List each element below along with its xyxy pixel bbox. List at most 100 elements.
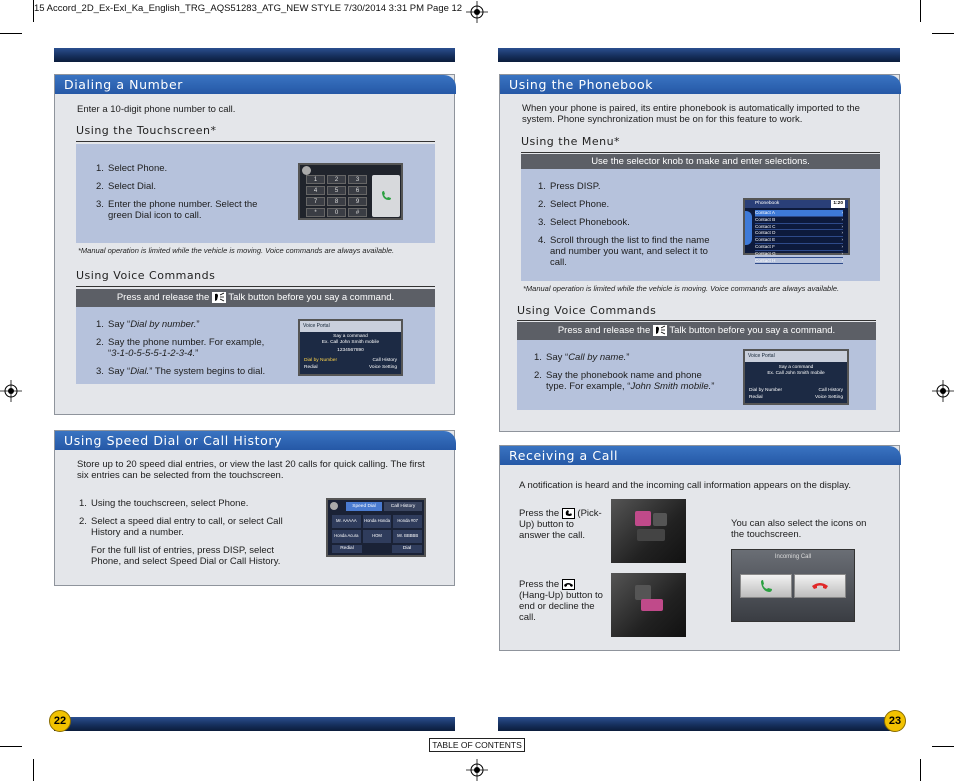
- top-bar-left: [54, 48, 455, 62]
- hangup-icon: [561, 579, 575, 590]
- dialing-intro: Enter a 10-digit phone number to call.: [77, 104, 236, 115]
- speed-dial-entry[interactable]: Honda Honda: [362, 515, 392, 528]
- keypad-key[interactable]: 4: [306, 186, 325, 195]
- pickup-instruction: Press the (Pick-Up) button to answer the…: [519, 508, 602, 542]
- contact-row[interactable]: Contact C›: [755, 224, 843, 231]
- decline-button[interactable]: [794, 574, 846, 598]
- option-call-history: Call History: [818, 388, 843, 393]
- screen-number: 1234567890: [337, 348, 364, 353]
- option-redial: Redial: [749, 395, 763, 400]
- hangup-instruction: Press the (Hang-Up) button to end or dec…: [519, 579, 603, 624]
- list-item: 2.Say the phone number. For example, “3-…: [96, 337, 265, 359]
- phonebook-title: Using the Phonebook: [500, 75, 901, 94]
- keypad-key[interactable]: 1: [306, 175, 325, 184]
- pickup-button[interactable]: [635, 511, 651, 526]
- contact-name: Contact F: [755, 243, 775, 249]
- contact-name: Contact C: [755, 223, 776, 229]
- list-item: 1.Say “Call by name.”: [534, 352, 630, 363]
- contact-row[interactable]: Contact D›: [755, 230, 843, 238]
- screen-example: Ex. Call John Smith mobile: [767, 371, 825, 376]
- incoming-call-label: Incoming Call: [774, 554, 812, 560]
- touchscreen-heading: Using the Touchscreen*: [76, 124, 217, 137]
- menu-steps-list: 1.Press DISP. 2.Select Phone. 3.Select P…: [538, 181, 723, 275]
- contact-name: Contact E: [755, 237, 776, 243]
- phonebook-panel: Using the Phonebook When your phone is p…: [499, 74, 901, 432]
- menu-heading: Using the Menu*: [521, 135, 621, 148]
- registration-mark-icon: [932, 380, 954, 402]
- keypad-key[interactable]: 7: [306, 197, 325, 206]
- hangup-button[interactable]: [653, 513, 667, 526]
- dial-button[interactable]: Dial: [392, 545, 422, 553]
- dialing-title: Dialing a Number: [55, 75, 456, 94]
- divider: [76, 286, 435, 287]
- contact-row[interactable]: Contact G ›: [755, 251, 843, 258]
- list-item: 3.Select Phonebook.: [538, 217, 630, 228]
- contact-row[interactable]: Contact F›: [755, 244, 843, 251]
- list-item: 2.Say the phonebook name and phone type.…: [534, 370, 715, 392]
- speed-dial-entry[interactable]: HOM: [362, 530, 392, 543]
- keypad-key[interactable]: 8: [327, 197, 346, 206]
- list-item: 1.Select Phone.: [96, 163, 168, 174]
- receiving-title: Receiving a Call: [500, 446, 901, 465]
- tab-call-history[interactable]: Call History: [384, 502, 422, 511]
- table-of-contents-link[interactable]: TABLE OF CONTENTS: [429, 738, 525, 752]
- back-icon: [330, 502, 338, 510]
- keypad-key[interactable]: 0: [327, 208, 346, 217]
- speed-dial-entry[interactable]: Mr. AAAAA: [332, 515, 361, 528]
- keypad-key[interactable]: 2: [327, 175, 346, 184]
- back-icon: [302, 166, 311, 175]
- hangup-button[interactable]: [641, 599, 663, 611]
- talk-button-icon: [652, 324, 667, 336]
- keypad-key[interactable]: 9: [348, 197, 367, 206]
- contact-name: Contact H: [755, 257, 776, 263]
- dialing-panel: Dialing a Number Enter a 10-digit phone …: [54, 74, 456, 415]
- voice-heading: Using Voice Commands: [76, 269, 216, 282]
- dial-button[interactable]: [372, 175, 400, 217]
- contact-row[interactable]: Contact H ›: [755, 258, 843, 265]
- speed-dial-panel: Using Speed Dial or Call History Store u…: [54, 430, 456, 586]
- screen-example: Ex. Call John Smith mobile: [321, 340, 380, 345]
- phonebook-intro: When your phone is paired, its entire ph…: [522, 103, 860, 125]
- screen-header: Voice Portal: [300, 321, 401, 332]
- pickup-button[interactable]: [635, 585, 651, 600]
- answer-button[interactable]: [740, 574, 792, 598]
- control-button[interactable]: [637, 529, 665, 541]
- top-bar-right: [498, 48, 900, 62]
- contact-name: Contact A: [755, 210, 775, 215]
- red-phone-icon: [812, 583, 828, 589]
- redial-button[interactable]: Redial: [332, 545, 362, 553]
- crop-mark: [33, 0, 34, 22]
- speed-dial-entry[interactable]: Honda Acura: [332, 530, 361, 543]
- chevron-right-icon: ›: [841, 257, 843, 263]
- contact-name: Contact G: [755, 250, 776, 256]
- chevron-right-icon: ›: [841, 210, 843, 215]
- keypad-key[interactable]: 3: [348, 175, 367, 184]
- crop-mark: [932, 746, 954, 747]
- voice-steps-box: 1.Say “Dial by number.” 2.Say the phone …: [76, 307, 435, 384]
- chevron-right-icon: ›: [841, 230, 843, 236]
- contact-row[interactable]: Contact E›: [755, 237, 843, 244]
- keypad-key[interactable]: #: [348, 208, 367, 217]
- speed-dial-entry[interactable]: Honda #07: [393, 515, 422, 528]
- list-item: 2.Select Dial.: [96, 181, 157, 192]
- registration-mark-icon: [466, 759, 488, 781]
- receiving-intro: A notification is heard and the incoming…: [519, 480, 851, 491]
- list-item: 3.Say “Dial.” The system begins to dial.: [96, 366, 266, 377]
- contact-row[interactable]: Contact A ›: [755, 210, 843, 217]
- chevron-right-icon: ›: [841, 250, 843, 256]
- keypad-key[interactable]: 6: [348, 186, 367, 195]
- green-phone-icon: [761, 580, 772, 592]
- steering-hangup-photo: [611, 573, 686, 637]
- list-item: 1.Say “Dial by number.”: [96, 319, 200, 330]
- touch-steps-box: 1.Select Phone. 2.Select Dial. 3.Enter t…: [76, 144, 435, 243]
- option-voice-setting: Voice Setting: [814, 395, 843, 400]
- keypad-key[interactable]: *: [306, 208, 325, 217]
- page-number-right: 23: [884, 710, 906, 732]
- keypad-key[interactable]: 5: [327, 186, 346, 195]
- page-number-left: 22: [49, 710, 71, 732]
- divider: [517, 320, 876, 321]
- contact-name: Contact B: [755, 216, 776, 222]
- contact-row[interactable]: Contact B›: [755, 217, 843, 224]
- tab-speed-dial[interactable]: Speed Dial: [346, 502, 382, 511]
- speed-dial-entry[interactable]: Mr. BBBBB: [393, 530, 422, 543]
